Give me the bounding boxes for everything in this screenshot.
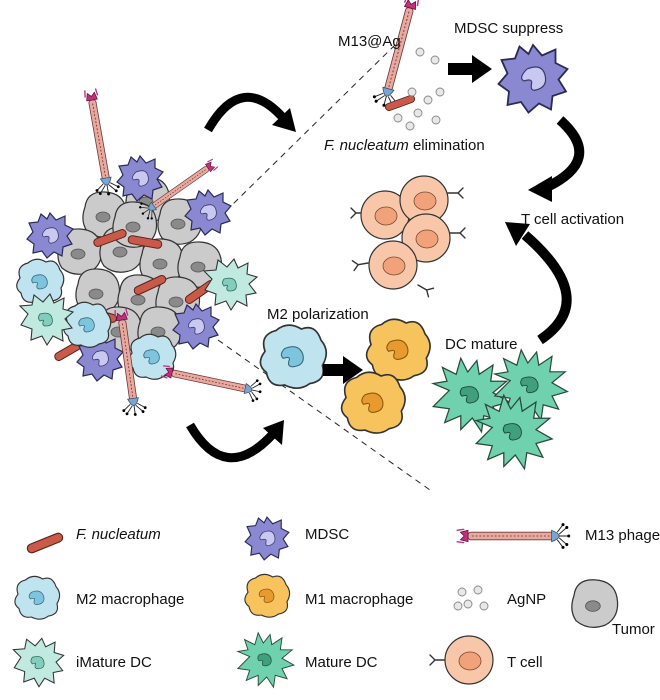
label-t-cell-activation: T cell activation	[521, 211, 625, 228]
legend-label-m1: M1 macrophage	[305, 591, 414, 608]
label-m2-polarization: M2 polarization	[267, 306, 369, 323]
dashed-guide-lines	[217, 44, 431, 491]
mdsc-suppressed-cell	[497, 44, 569, 114]
t-cell-icon	[429, 635, 494, 685]
legend-label-m2: M2 macrophage	[76, 591, 185, 608]
legend-label-mdsc: MDSC	[305, 526, 350, 543]
agnp-particles-icon	[453, 585, 489, 611]
legend-label-m13: M13 phage	[585, 527, 660, 544]
label-m13-ag: M13@Ag	[338, 33, 401, 50]
label-fn-elimination: F. nucleatum elimination	[324, 138, 485, 153]
legend-label-mdc: Mature DC	[305, 654, 378, 671]
bacterium-icon	[25, 531, 65, 555]
label-mdsc-suppress: MDSC suppress	[454, 20, 564, 37]
legend-label-idc: iMature DC	[76, 654, 152, 671]
m13-ag-complex	[370, 0, 445, 131]
label-dc-mature: DC mature	[445, 336, 518, 353]
curved-arrow-bottom	[186, 420, 284, 463]
mature-dc-cluster	[432, 349, 569, 470]
label-elimination: elimination	[412, 137, 485, 154]
tumor-cell-icon	[571, 579, 619, 628]
curved-arrow-top	[204, 92, 296, 133]
m2-macrophage-icon	[14, 575, 61, 620]
tumor-surrounding-cells	[16, 155, 258, 382]
legend-label-tumor: Tumor	[612, 621, 655, 638]
curved-arrow-dc-to-t	[505, 222, 572, 345]
label-fn-species: F. nucleatum	[324, 137, 409, 154]
mature-dc-icon	[237, 632, 295, 688]
curved-arrow-right-down	[528, 116, 585, 202]
m1-macrophage-cluster	[340, 318, 431, 434]
mdsc-cell-icon	[244, 516, 290, 561]
legend-label-agnp: AgNP	[507, 591, 547, 608]
t-cell-cluster	[350, 175, 466, 298]
m1-macrophage-icon	[244, 573, 291, 618]
legend-label-fn: F. nucleatum	[76, 526, 161, 543]
arrow-m2-to-m1	[323, 356, 363, 384]
arrow-to-mdsc	[448, 55, 492, 83]
m13-phage-icon	[455, 522, 571, 550]
legend-label-tcell: T cell	[507, 654, 543, 671]
immature-dc-icon	[12, 637, 65, 688]
m2-macrophage-center	[259, 324, 328, 390]
